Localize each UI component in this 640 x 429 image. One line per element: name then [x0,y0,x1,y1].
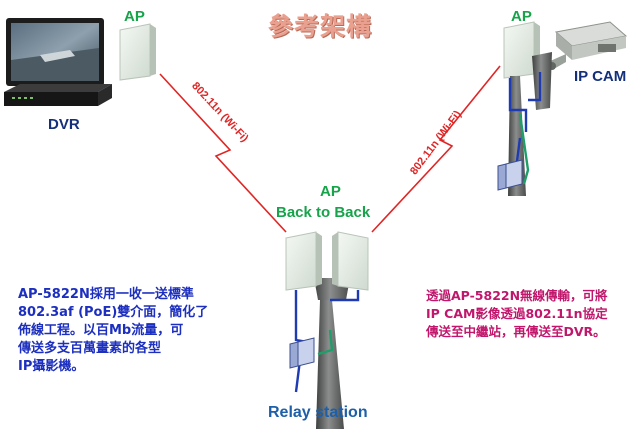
junction-box-icon [497,159,523,191]
note-right-line: IP CAM影像透過802.11n協定 [426,306,608,321]
ap-panel-icon [119,23,156,81]
ap-left-label: AP [124,8,145,25]
relay-station-label: Relay station [268,404,368,421]
note-right: 透過AP-5822N無線傳輸，可將 IP CAM影像透過802.11n協定 傳送… [426,287,636,341]
note-right-line: 透過AP-5822N無線傳輸，可將 [426,288,608,303]
note-left: AP-5822N採用一收一送標準 802.3af (PoE)雙介面，簡化了 佈線… [18,286,243,376]
ip-cam-label: IP CAM [574,68,627,85]
note-left-line: 802.3af (PoE)雙介面，簡化了 [18,305,209,320]
lightning-link-icon [371,65,501,233]
lightning-link-icon [159,73,287,233]
monitor-icon [6,18,104,92]
note-left-line: 佈線工程。以百Mb流量，可 [18,323,184,338]
ap-center-label: AP [320,183,341,200]
dvr-recorder-icon [4,84,112,106]
note-right-line: 傳送至中繼站，再傳送至DVR。 [426,324,606,339]
junction-box-icon [289,337,315,369]
note-left-line: 傳送多支百萬畫素的各型 [18,341,162,356]
page-title: 參考架構 [268,12,373,41]
dvr-label: DVR [48,116,80,133]
ap-right-label: AP [511,8,532,25]
ap-panel-icon [332,231,369,291]
note-left-line: AP-5822N採用一收一送標準 [18,287,194,302]
back-to-back-label: Back to Back [276,204,371,221]
ap-panel-icon [285,231,322,291]
note-left-line: IP攝影機。 [18,359,85,374]
ip-camera-icon [548,21,628,70]
